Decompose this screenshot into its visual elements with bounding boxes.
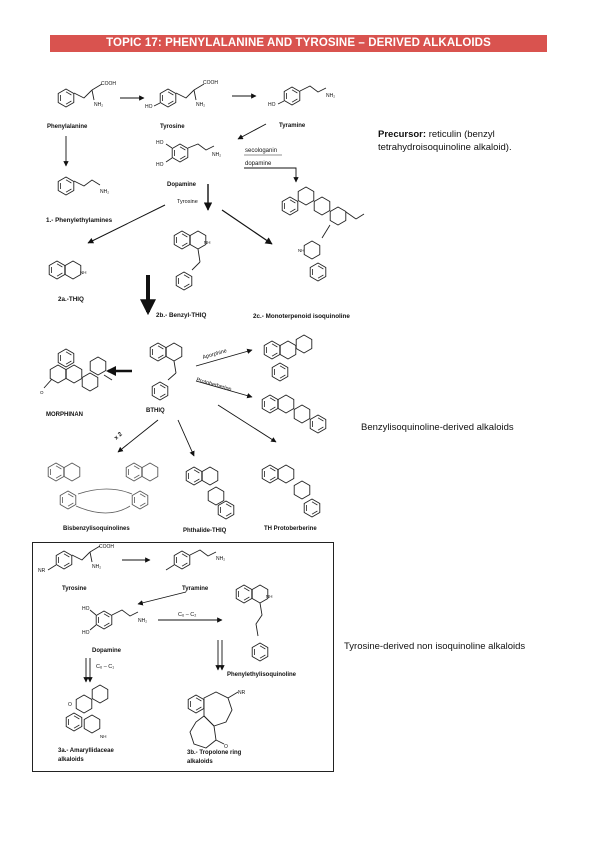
dopamine-label: Dopamine xyxy=(167,182,197,188)
benzyl-thiq-label: 2b.- Benzyl-THIQ xyxy=(156,312,206,319)
amaryllidaceae-label-1: 3a.- Amaryllidaceae xyxy=(58,748,114,754)
benzylisoquinoline-note: Benzylisoquinoline-derived alkaloids xyxy=(361,422,514,433)
svg-text:COOH: COOH xyxy=(99,544,114,550)
svg-text:NH₂: NH₂ xyxy=(196,102,205,108)
svg-text:HO: HO xyxy=(156,162,164,168)
c6c2-label: C₆ – C₂ xyxy=(178,612,196,618)
bottom-tyramine-structure: NH₂ xyxy=(165,549,225,571)
svg-text:O: O xyxy=(224,744,228,750)
secologanin-label: secologanin xyxy=(245,148,277,154)
amaryllidaceae-structure: O NH xyxy=(65,684,109,739)
bottom-tyramine-label: Tyramine xyxy=(182,586,209,592)
phthalide-label: Phthalide-THIQ xyxy=(183,528,227,534)
dopamine-arrow-label: dopamine xyxy=(245,161,272,167)
amaryllidaceae-label-2: alkaloids xyxy=(58,757,84,763)
thiq-structure: NH xyxy=(48,260,87,280)
precursor-note: Precursor: reticulin (benzyl tetrahydroi… xyxy=(378,129,512,153)
svg-text:NH₂: NH₂ xyxy=(326,93,335,99)
svg-text:HO: HO xyxy=(82,606,90,612)
tyrosine-structure: HO COOH NH₂ xyxy=(145,80,218,110)
th-protoberberine-label: TH Protoberberine xyxy=(264,526,317,532)
svg-text:NH₂: NH₂ xyxy=(100,189,109,195)
svg-text:NR: NR xyxy=(38,568,46,574)
phenylethylisoquinoline-structure: NH xyxy=(235,584,273,662)
bthiq-label: BTHIQ xyxy=(146,408,165,414)
svg-text:NH: NH xyxy=(266,594,273,599)
th-protoberberine-structure xyxy=(261,464,321,518)
morphinan-structure: O xyxy=(40,348,113,395)
tyrosine-derived-box xyxy=(32,542,334,772)
svg-text:NH₂: NH₂ xyxy=(92,564,101,570)
svg-text:COOH: COOH xyxy=(203,80,218,86)
tyramine-label: Tyramine xyxy=(279,123,306,129)
dopamine-structure: HO HO NH₂ xyxy=(156,140,221,168)
bottom-tyrosine-structure: NR COOH NH₂ xyxy=(38,544,114,574)
precursor-label: Precursor: xyxy=(378,129,427,140)
tropolone-label-1: 3b.- Tropolone ring xyxy=(187,750,242,756)
bthiq-structure xyxy=(149,342,183,401)
protoberberine-structure xyxy=(261,394,327,434)
tyrosine-arrow-label: Tyrosine xyxy=(177,199,198,205)
phenylalanine-structure: COOH NH₂ xyxy=(57,81,116,108)
benzyl-thiq-structure: NH xyxy=(173,230,211,291)
bottom-tyrosine-label: Tyrosine xyxy=(62,586,87,592)
aporphine-label: Aporphine xyxy=(202,348,228,361)
c6c1-label: C₆ – C₁ xyxy=(96,664,114,670)
page-title: TOPIC 17: PHENYLALANINE AND TYROSINE – D… xyxy=(50,35,547,52)
bottom-dopamine-structure: HO HO NH₂ xyxy=(82,606,147,636)
svg-text:NR: NR xyxy=(238,690,246,696)
tyrosine-label: Tyrosine xyxy=(160,124,185,130)
bisbenzyl-label: Bisbenzylisoquinolines xyxy=(63,526,130,532)
svg-text:HO: HO xyxy=(268,102,276,108)
svg-text:NH: NH xyxy=(80,270,87,275)
phenylalanine-label: Phenylalanine xyxy=(47,124,88,130)
svg-text:NH: NH xyxy=(298,248,305,253)
bottom-dopamine-label: Dopamine xyxy=(92,648,122,654)
monoterpenoid-structure: NH xyxy=(281,186,365,282)
phenylethylamine-structure: NH₂ xyxy=(57,176,109,196)
protoberberine-label: Protoberberine xyxy=(195,377,232,393)
x2-label: x 2 xyxy=(113,431,124,441)
phenylethylamines-label: 1.- Phenylethylamines xyxy=(46,217,113,224)
morphinan-label: MORPHINAN xyxy=(46,412,83,418)
monoterpenoid-label: 2c.- Monoterpenoid isoquinoline xyxy=(253,313,350,320)
tyrosine-derived-note: Tyrosine-derived non isoquinoline alkalo… xyxy=(344,641,526,652)
svg-text:NH₂: NH₂ xyxy=(138,618,147,624)
tropolone-structure: NR O xyxy=(187,690,246,750)
svg-text:HO: HO xyxy=(82,630,90,636)
svg-text:HO: HO xyxy=(156,140,164,146)
thiq-label: 2a.-THIQ xyxy=(58,296,84,303)
nh2-label: NH₂ xyxy=(94,102,103,108)
cooh-label: COOH xyxy=(101,81,116,87)
aporphine-structure xyxy=(263,334,313,382)
svg-text:NH₂: NH₂ xyxy=(212,152,221,158)
tyramine-structure: HO NH₂ xyxy=(268,85,335,108)
svg-text:HO: HO xyxy=(145,104,153,110)
svg-text:O: O xyxy=(40,390,44,395)
svg-text:NH₂: NH₂ xyxy=(216,556,225,562)
svg-text:NH: NH xyxy=(204,240,211,245)
svg-text:O: O xyxy=(68,702,72,708)
phenylethylisoquinoline-label: Phenylethylisoquinoline xyxy=(227,672,297,678)
bisbenzylisoquinoline-structure xyxy=(47,462,159,514)
phthalide-thiq-structure xyxy=(185,466,235,520)
svg-text:NH: NH xyxy=(100,734,107,739)
tropolone-label-2: alkaloids xyxy=(187,759,213,765)
